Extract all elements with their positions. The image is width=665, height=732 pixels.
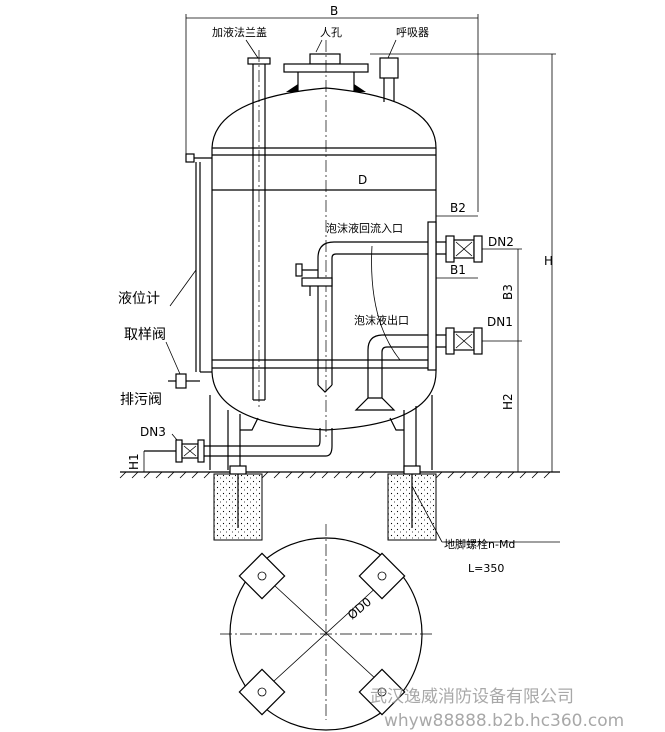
dim-h1: H1 <box>127 451 145 472</box>
dn1-label: DN1 <box>487 315 513 329</box>
add-liquid-flange-cover-label: 加液法兰盖 <box>212 25 267 39</box>
dim-h1-label: H1 <box>127 453 141 470</box>
dn3-label: DN3 <box>140 425 166 439</box>
dn1-flange <box>445 327 483 355</box>
breather <box>379 57 399 102</box>
anchor-bolt-label: 地脚螺栓n-Md <box>444 537 515 551</box>
dn2-flange <box>445 235 483 263</box>
bolt-length-label: L=350 <box>468 562 504 575</box>
anchor-bolt-leader <box>411 485 443 543</box>
drain-valve-label: 排污阀 <box>120 392 162 408</box>
foam-outlet-label: 泡沫液出口 <box>354 313 409 327</box>
dimension-b: B <box>185 4 479 212</box>
breather-label: 呼吸器 <box>396 26 429 39</box>
support-legs <box>209 395 433 470</box>
dim-b2-label: B2 <box>450 201 466 215</box>
ground <box>119 471 560 479</box>
dn2-label: DN2 <box>488 235 514 249</box>
bolt-plate-bl <box>238 668 286 716</box>
right-dimensions: B2 B1 B3 H2 H <box>370 53 556 472</box>
internal-return-pipe <box>295 241 455 393</box>
watermark-company: 武汉逸威消防设备有限公司 <box>370 687 574 707</box>
arc-guide <box>371 245 401 361</box>
tank-shell: D <box>211 87 437 431</box>
foundation-right <box>387 465 437 541</box>
dim-d-label: D <box>358 173 367 187</box>
sampling-valve <box>168 373 200 389</box>
dim-h-label: H <box>544 254 553 268</box>
dim-b1-label: B1 <box>450 263 466 277</box>
dim-b3-label: B3 <box>501 284 515 300</box>
sampling-valve-label: 取样阀 <box>124 327 166 343</box>
level-gauge <box>185 153 212 373</box>
fill-pipe <box>247 50 271 410</box>
side-nozzle-plate <box>427 221 437 371</box>
manhole-label: 人孔 <box>320 26 342 39</box>
dim-h2-label: H2 <box>501 393 515 410</box>
foundation-left <box>213 465 263 541</box>
internal-outlet-pipe <box>354 334 455 411</box>
bolt-plate-br <box>358 668 406 716</box>
bolt-plate-tr <box>358 552 406 600</box>
watermark-url: whyw88888.b2b.hc360.com <box>384 711 624 731</box>
dim-b-label: B <box>330 4 338 18</box>
manhole <box>283 40 369 440</box>
level-gauge-label: 液位计 <box>118 291 160 307</box>
foam-return-inlet-label: 泡沫液回流入口 <box>326 221 403 235</box>
bolt-plate-tl <box>238 552 286 600</box>
base-diameter-label: ØD0 <box>345 595 374 623</box>
drain-line <box>144 428 333 463</box>
